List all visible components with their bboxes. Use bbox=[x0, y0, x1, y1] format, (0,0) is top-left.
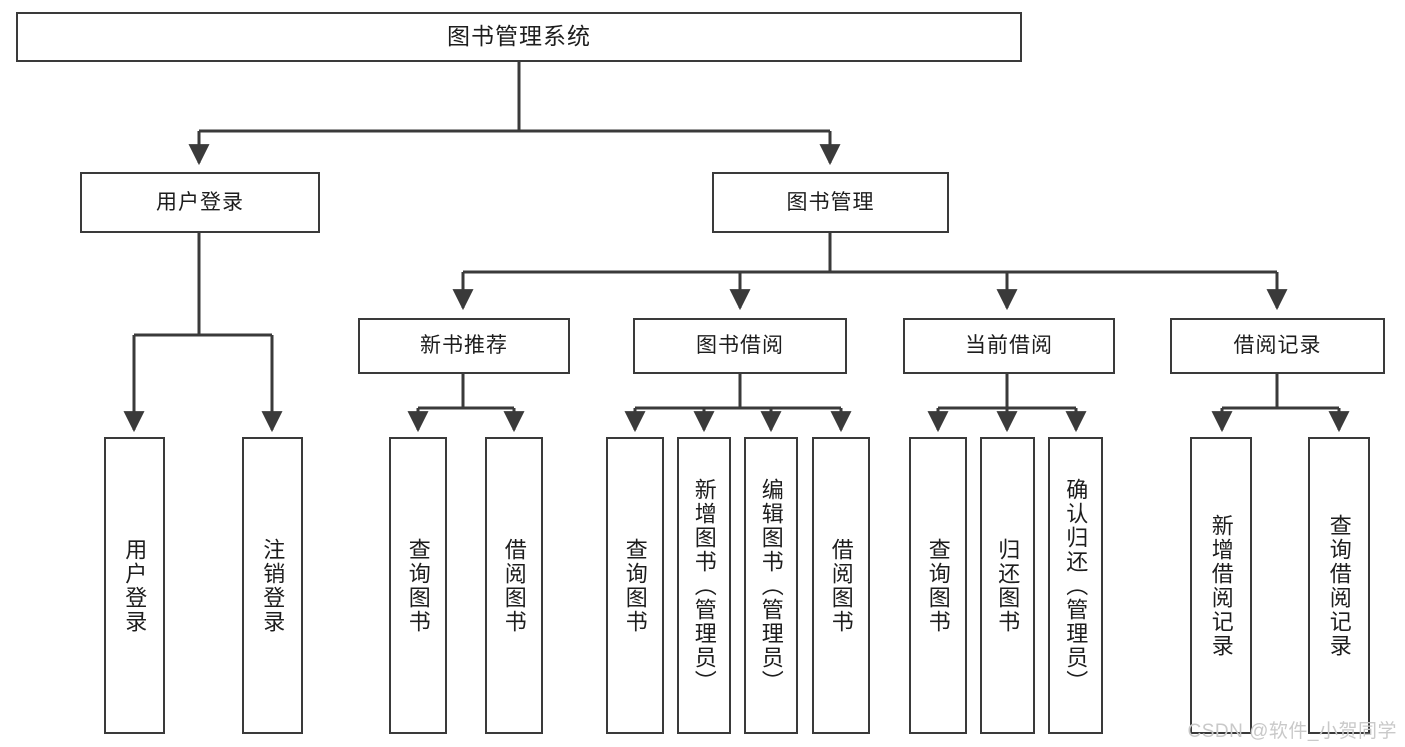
node-leaf-user-logout-label: 注销登录 bbox=[260, 537, 286, 634]
node-leaf-query-book-2-label: 查询图书 bbox=[622, 537, 648, 634]
node-leaf-query-book-2[interactable]: 查询图书 bbox=[606, 437, 664, 734]
node-leaf-query-record[interactable]: 查询借阅记录 bbox=[1308, 437, 1370, 734]
node-leaf-query-record-label: 查询借阅记录 bbox=[1326, 513, 1352, 658]
node-new-book-rec[interactable]: 新书推荐 bbox=[358, 318, 570, 374]
node-leaf-query-book-1[interactable]: 查询图书 bbox=[389, 437, 447, 734]
node-leaf-add-book[interactable]: 新增图书（管理员） bbox=[677, 437, 731, 734]
node-current-borrow[interactable]: 当前借阅 bbox=[903, 318, 1115, 374]
node-user-login-label: 用户登录 bbox=[156, 190, 244, 214]
node-leaf-borrow-book-1-label: 借阅图书 bbox=[501, 537, 527, 634]
node-root-label: 图书管理系统 bbox=[447, 23, 591, 50]
node-leaf-edit-book-label: 编辑图书（管理员） bbox=[758, 477, 784, 694]
node-leaf-borrow-book-2-label: 借阅图书 bbox=[828, 537, 854, 634]
node-leaf-confirm-return[interactable]: 确认归还（管理员） bbox=[1048, 437, 1103, 734]
node-leaf-borrow-book-1[interactable]: 借阅图书 bbox=[485, 437, 543, 734]
node-current-borrow-label: 当前借阅 bbox=[965, 334, 1053, 358]
node-leaf-add-book-label: 新增图书（管理员） bbox=[691, 477, 717, 694]
watermark-text: CSDN @软件_小贺同学 bbox=[1187, 721, 1397, 742]
node-leaf-confirm-return-label: 确认归还（管理员） bbox=[1063, 477, 1089, 694]
node-new-book-rec-label: 新书推荐 bbox=[420, 334, 508, 358]
node-leaf-query-book-3-label: 查询图书 bbox=[925, 537, 951, 634]
node-book-manage-label: 图书管理 bbox=[786, 190, 875, 214]
node-borrow-record-label: 借阅记录 bbox=[1233, 334, 1322, 358]
node-leaf-query-book-3[interactable]: 查询图书 bbox=[909, 437, 967, 734]
node-book-manage[interactable]: 图书管理 bbox=[712, 172, 949, 233]
node-book-borrow[interactable]: 图书借阅 bbox=[633, 318, 847, 374]
node-leaf-query-book-1-label: 查询图书 bbox=[405, 537, 431, 634]
node-leaf-user-logout[interactable]: 注销登录 bbox=[242, 437, 303, 734]
node-leaf-edit-book[interactable]: 编辑图书（管理员） bbox=[744, 437, 798, 734]
node-borrow-record[interactable]: 借阅记录 bbox=[1170, 318, 1385, 374]
node-book-borrow-label: 图书借阅 bbox=[696, 334, 784, 358]
node-leaf-add-record-label: 新增借阅记录 bbox=[1208, 513, 1234, 658]
node-leaf-return-book-label: 归还图书 bbox=[995, 537, 1021, 634]
node-user-login[interactable]: 用户登录 bbox=[80, 172, 320, 233]
node-leaf-user-login-label: 用户登录 bbox=[122, 537, 148, 634]
node-leaf-borrow-book-2[interactable]: 借阅图书 bbox=[812, 437, 870, 734]
node-root[interactable]: 图书管理系统 bbox=[16, 12, 1022, 62]
node-leaf-add-record[interactable]: 新增借阅记录 bbox=[1190, 437, 1252, 734]
node-leaf-user-login[interactable]: 用户登录 bbox=[104, 437, 165, 734]
node-leaf-return-book[interactable]: 归还图书 bbox=[980, 437, 1035, 734]
